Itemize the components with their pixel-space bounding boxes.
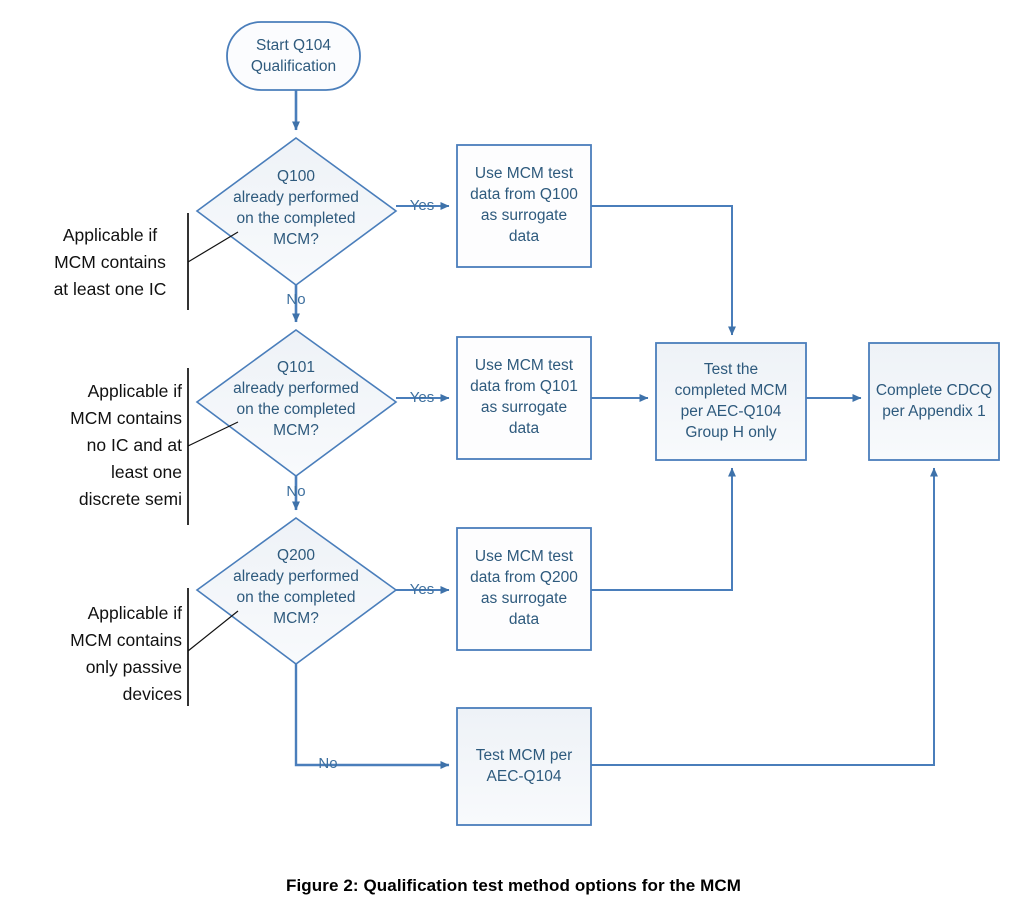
- leader-line-ic: [187, 231, 239, 263]
- figure-caption: Figure 2: Qualification test method opti…: [285, 876, 742, 895]
- connector-test-mcm-to-cdcq: [591, 467, 938, 766]
- edge-label-q101-yes: Yes: [409, 389, 435, 406]
- edge-label-q100-no: No: [286, 291, 306, 308]
- edge-label-q200-no: No: [318, 755, 338, 772]
- decision-q101-shape: [195, 329, 398, 477]
- leader-line-passive: [187, 610, 239, 652]
- start-terminator-shape: [226, 21, 361, 91]
- edge-label-q101-no: No: [286, 483, 306, 500]
- test-mcm-shape: [456, 707, 592, 826]
- surrogate-q100-shape: [456, 144, 592, 268]
- edge-label-q100-yes: Yes: [409, 197, 435, 214]
- leader-line-discrete: [187, 421, 239, 447]
- decision-q200-shape: [195, 517, 398, 665]
- connector-surrogate-q200-to-test-h: [591, 467, 736, 591]
- edge-label-q200-yes: Yes: [409, 581, 435, 598]
- annotation-applicability-discrete: Applicable if MCM contains no IC and at …: [70, 381, 182, 509]
- surrogate-q101-shape: [456, 336, 592, 460]
- connector-q200-no: [294, 664, 450, 769]
- surrogate-q200-shape: [456, 527, 592, 651]
- test-group-h-shape: [655, 342, 807, 461]
- annotation-applicability-ic: Applicable if MCM contains at least one …: [53, 225, 167, 299]
- decision-q100-shape: [195, 137, 398, 286]
- connector-surrogate-q100-to-test-h: [591, 205, 736, 336]
- annotation-applicability-passive: Applicable if MCM contains only passive …: [70, 603, 182, 704]
- complete-cdcq-shape: [868, 342, 1000, 461]
